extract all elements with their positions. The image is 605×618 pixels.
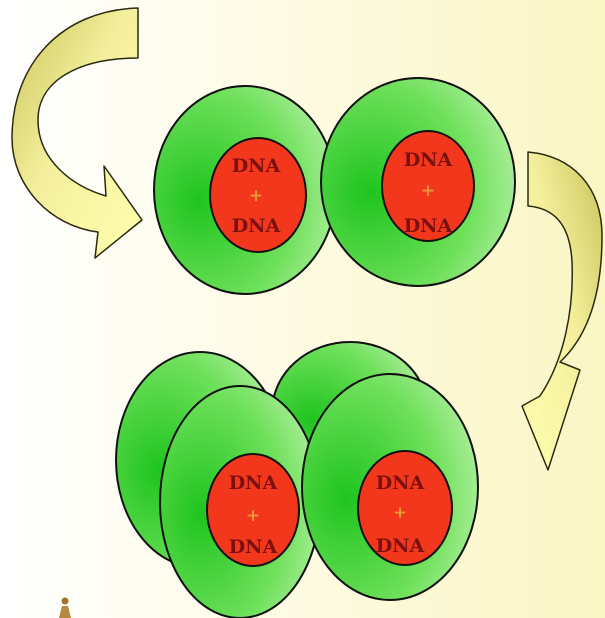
nucleus-label-bottom: DNA [229,536,278,558]
nucleus-label-top: DNA [232,155,281,177]
nucleus-label-top: DNA [376,472,425,494]
nucleus-label-bottom: DNA [376,535,425,557]
nucleus-bottom-left: DNA + DNA [207,454,299,566]
nucleus-label-middle: + [249,186,263,206]
nucleus-top-right: DNA + DNA [382,131,474,241]
nucleus-label-middle: + [246,506,260,526]
nucleus-label-top: DNA [404,149,453,171]
nucleus-label-middle: + [421,181,435,201]
nucleus-label-middle: + [393,503,407,523]
nucleus-top-left: DNA + DNA [210,138,306,252]
nucleus-label-top: DNA [229,472,278,494]
nucleus-label-bottom: DNA [404,215,453,237]
nucleus-label-bottom: DNA [232,215,281,237]
nucleus-bottom-right: DNA + DNA [358,451,452,565]
